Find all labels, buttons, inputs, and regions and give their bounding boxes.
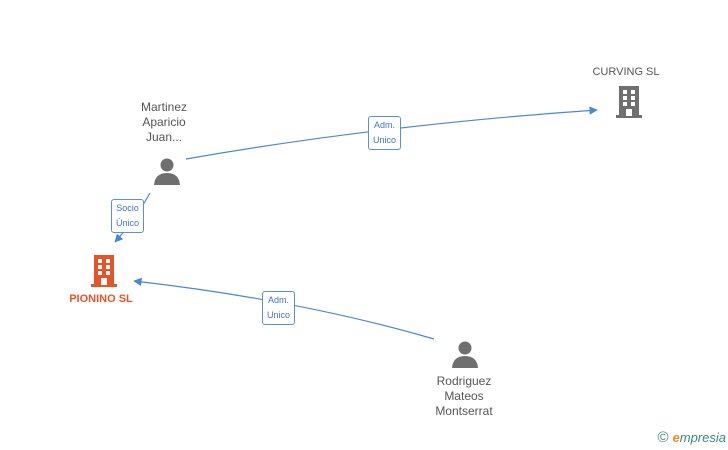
brand-watermark: © empresia bbox=[657, 430, 726, 446]
edge-label-martinez-curving: Adm. Unico bbox=[368, 116, 402, 150]
building-icon[interactable] bbox=[613, 85, 645, 119]
edge-label-rodriguez-pionino: Adm. Unico bbox=[262, 291, 296, 325]
brand-name: empresia bbox=[672, 430, 726, 445]
person-icon[interactable] bbox=[450, 339, 480, 369]
person-icon[interactable] bbox=[152, 156, 182, 186]
person-martinez-label[interactable]: Martinez Aparicio Juan... bbox=[140, 100, 187, 144]
copyright-icon: © bbox=[657, 429, 669, 446]
company-pionino-label[interactable]: PIONINO SL bbox=[69, 293, 133, 305]
person-rodriguez-label[interactable]: Rodriguez Mateos Montserrat bbox=[435, 374, 493, 418]
building-icon[interactable] bbox=[88, 254, 120, 288]
company-curving-label[interactable]: CURVING SL bbox=[592, 66, 660, 78]
edge-label-martinez-pionino: Socio Único bbox=[111, 199, 145, 233]
